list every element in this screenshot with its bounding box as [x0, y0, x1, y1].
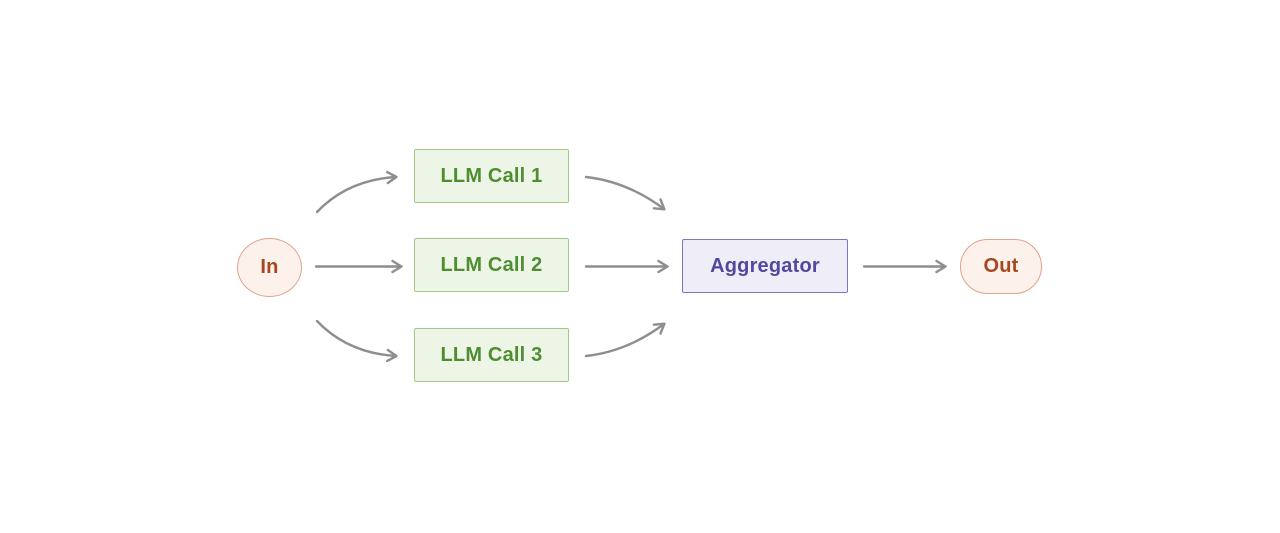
node-llm-call-1-label: LLM Call 1 [440, 164, 543, 187]
node-llm-call-1: LLM Call 1 [414, 149, 569, 203]
edge-in-to-llm-call-1 [315, 170, 398, 214]
edge-in-to-llm-call-3 [315, 319, 398, 363]
edge-llm-call-3-to-aggregator [584, 322, 666, 358]
node-llm-call-2-label: LLM Call 2 [440, 253, 543, 276]
node-llm-call-2: LLM Call 2 [414, 238, 569, 292]
node-in: In [237, 238, 302, 297]
node-in-label: In [260, 256, 279, 278]
node-llm-call-3: LLM Call 3 [414, 328, 569, 382]
edge-llm-call-1-to-aggregator [584, 175, 666, 211]
node-out: Out [960, 239, 1042, 294]
node-out-label: Out [983, 255, 1019, 277]
node-aggregator-label: Aggregator [710, 254, 820, 277]
node-llm-call-3-label: LLM Call 3 [440, 343, 543, 366]
node-aggregator: Aggregator [682, 239, 848, 293]
